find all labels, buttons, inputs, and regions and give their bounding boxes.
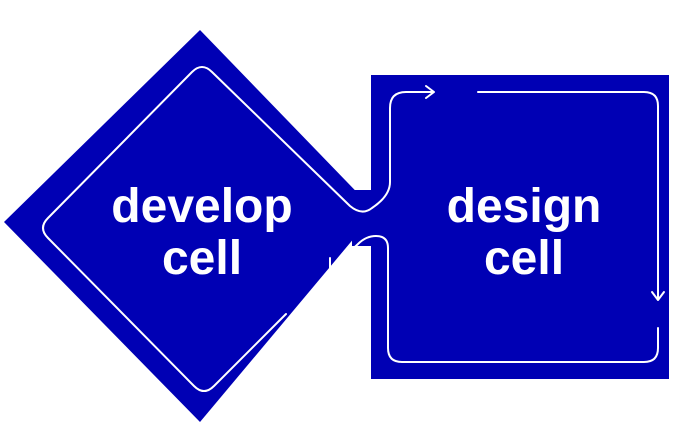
- develop-cell-shape: [4, 30, 376, 422]
- arrow-down-left-icon: [329, 257, 343, 271]
- develop-cell-label-line2: cell: [162, 232, 242, 285]
- design-cell-shape: [371, 75, 669, 379]
- develop-cell-label-line1: develop: [111, 180, 292, 233]
- arrow-down-icon: [651, 291, 665, 301]
- design-cell-label-line2: cell: [484, 232, 564, 285]
- flow-line-develop-loop: [42, 66, 433, 392]
- arrow-right-icon: [425, 85, 435, 99]
- flow-line-design-bottom-left: [331, 235, 659, 363]
- design-cell-label-line1: design: [447, 180, 602, 233]
- flow-line-design-top-right: [477, 91, 659, 299]
